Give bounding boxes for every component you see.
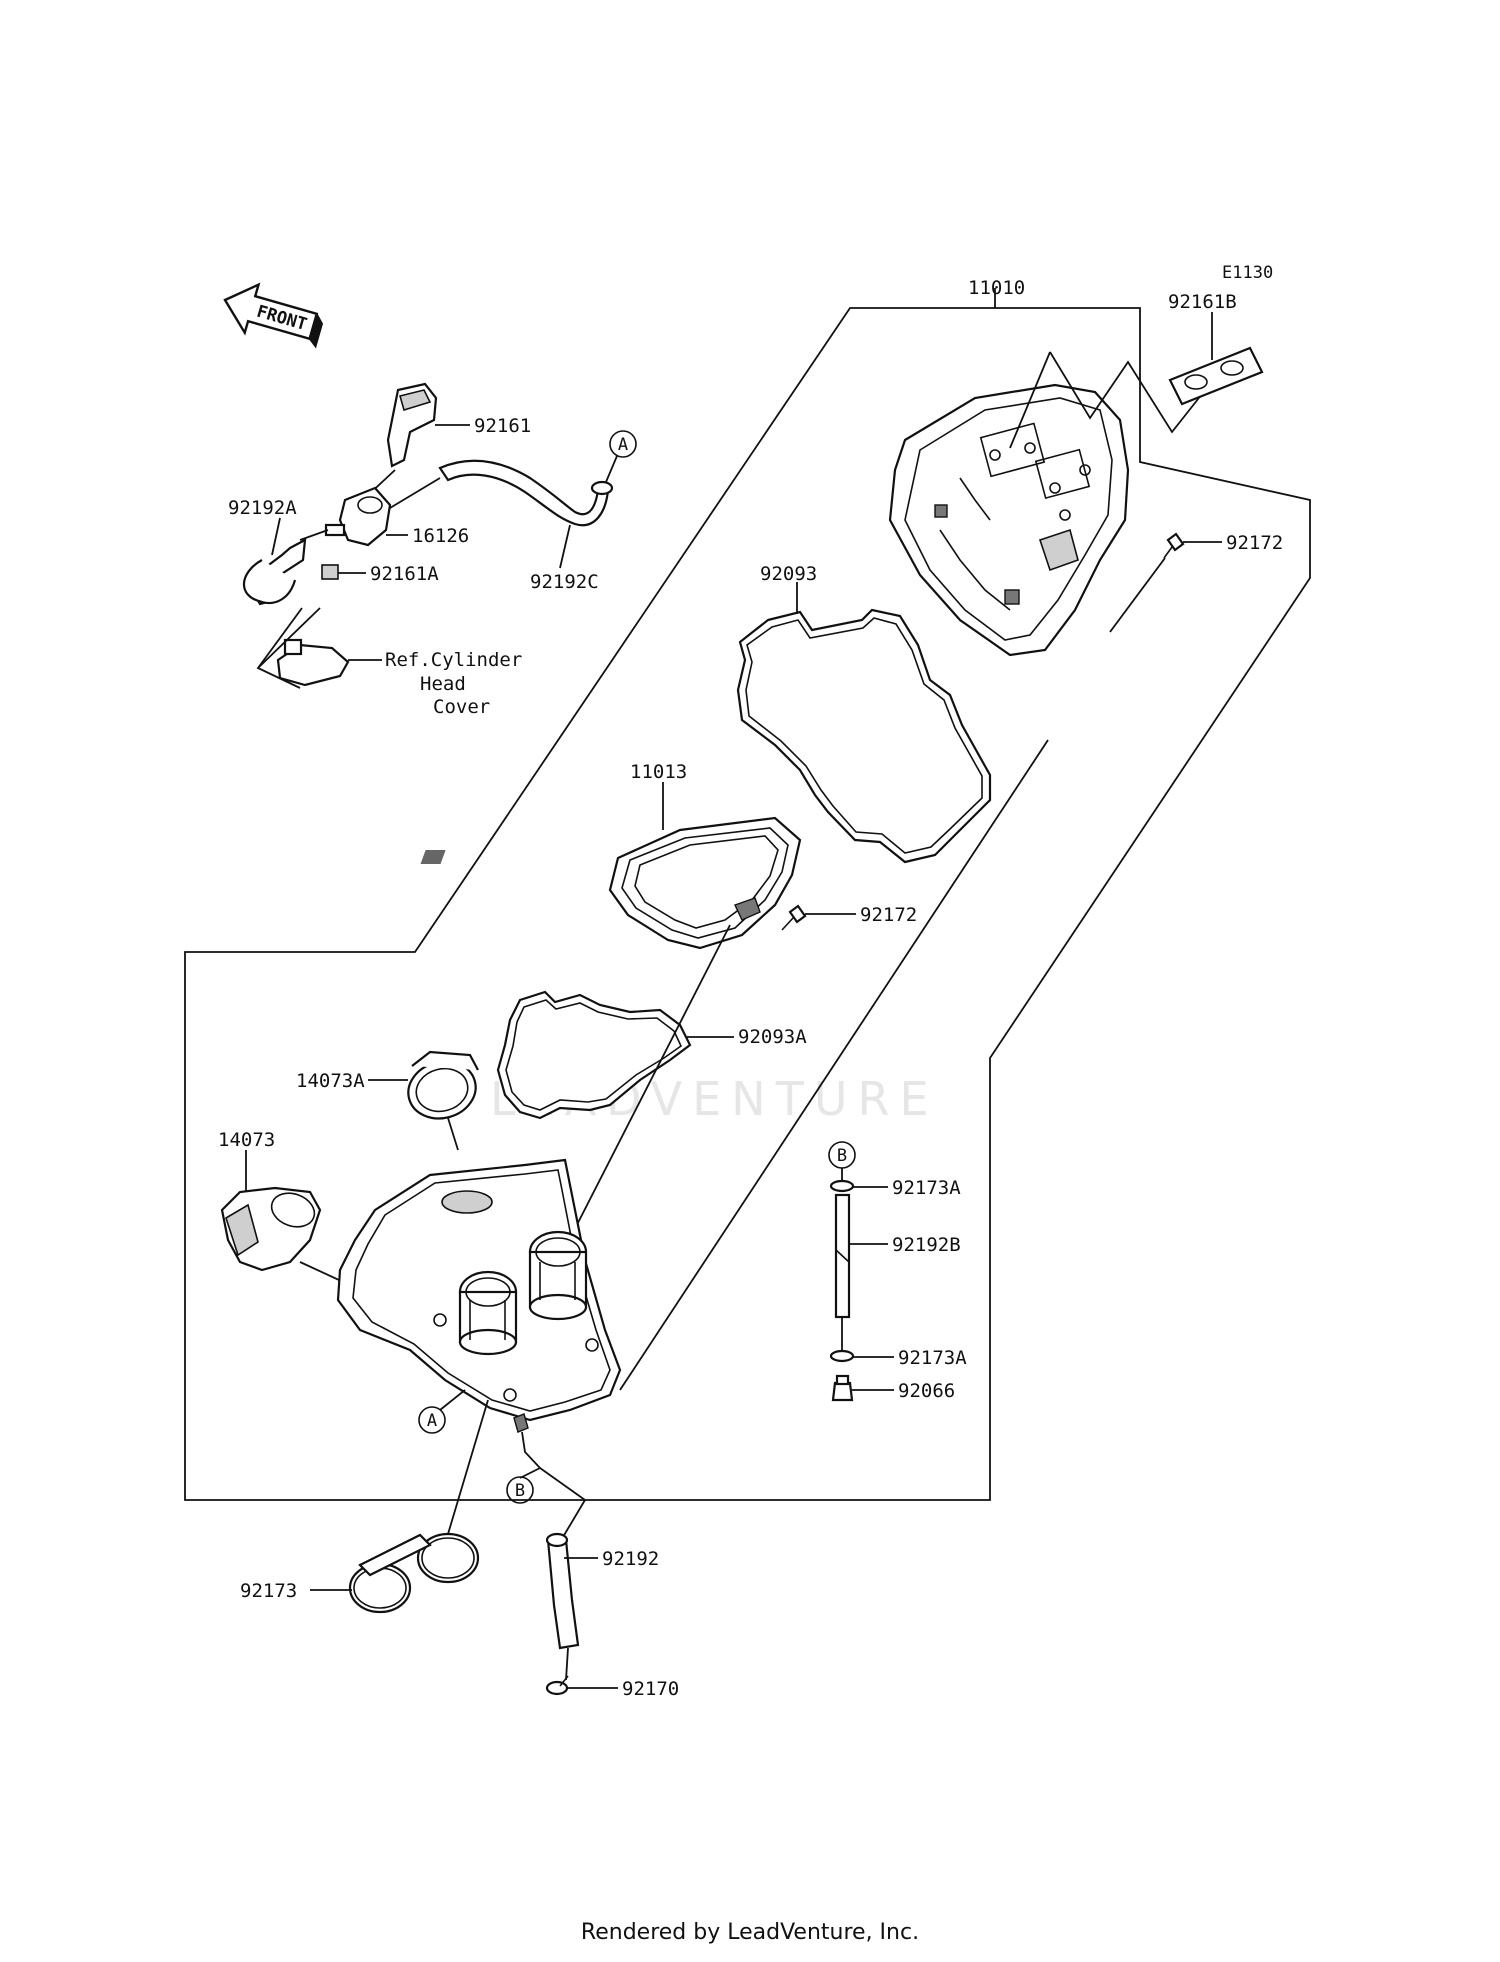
label-92172-mid: 92172 xyxy=(860,904,917,926)
label-11010: 11010 xyxy=(968,277,1025,299)
label-92161B: 92161B xyxy=(1168,291,1237,313)
velocity-stack-left xyxy=(458,1270,518,1356)
ref-line3: Cover xyxy=(433,696,490,718)
label-92192A: 92192A xyxy=(228,497,297,519)
diagram-code: E1130 xyxy=(1222,263,1273,283)
callout-a-top: A xyxy=(618,435,628,455)
bolt-92172-top xyxy=(1163,532,1185,559)
footer-credit: Rendered by LeadVenture, Inc. xyxy=(580,1920,920,1945)
cylinder-head-cover-ref xyxy=(276,638,350,687)
clip-92173A-bottom xyxy=(829,1349,855,1363)
label-92173A-bottom: 92173A xyxy=(898,1347,967,1369)
duct-14073 xyxy=(220,1186,322,1272)
clip-92173A-top xyxy=(829,1179,855,1193)
duct-14073A xyxy=(407,1050,479,1120)
label-92170: 92170 xyxy=(622,1678,679,1700)
label-92066: 92066 xyxy=(898,1380,955,1402)
bolt-92172-mid xyxy=(781,904,807,931)
air-cleaner-housing-lower xyxy=(336,1158,622,1433)
label-14073: 14073 xyxy=(218,1129,275,1151)
hose-92192C xyxy=(438,459,614,527)
label-92192C: 92192C xyxy=(530,571,599,593)
label-92093A: 92093A xyxy=(738,1026,807,1048)
plate-92161B xyxy=(1168,346,1264,406)
gasket-92093 xyxy=(736,608,992,864)
hose-92192A xyxy=(242,538,307,606)
label-92173: 92173 xyxy=(240,1580,297,1602)
plug-92066 xyxy=(831,1374,854,1402)
label-92172-top: 92172 xyxy=(1226,532,1283,554)
label-92173A-top: 92173A xyxy=(892,1177,961,1199)
gasket-92093A xyxy=(496,990,692,1120)
filter-element-11013 xyxy=(420,816,802,950)
velocity-stack-right xyxy=(528,1230,588,1321)
hose-92192 xyxy=(545,1532,580,1650)
clip-92170 xyxy=(545,1675,569,1696)
cap-92161A xyxy=(321,564,339,580)
label-92093: 92093 xyxy=(760,563,817,585)
label-16126: 16126 xyxy=(412,525,469,547)
callout-b-bottom: B xyxy=(515,1481,525,1501)
air-cleaner-housing-upper xyxy=(888,383,1130,657)
tube-92192B xyxy=(834,1193,851,1319)
label-92161A: 92161A xyxy=(370,563,439,585)
assembly-outline xyxy=(184,307,1311,1501)
ref-line2: Head xyxy=(420,673,466,695)
label-11013: 11013 xyxy=(630,761,687,783)
label-92192B: 92192B xyxy=(892,1234,961,1256)
label-92192: 92192 xyxy=(602,1548,659,1570)
callout-b-right: B xyxy=(837,1146,847,1166)
ref-line1: Ref.Cylinder xyxy=(385,649,522,671)
cover-92161 xyxy=(386,382,438,468)
label-92161: 92161 xyxy=(474,415,531,437)
valve-16126 xyxy=(324,486,392,547)
label-14073A: 14073A xyxy=(296,1070,365,1092)
front-arrow-icon: FRONT xyxy=(223,282,324,349)
clamps-92173 xyxy=(348,1532,480,1614)
callout-a-bottom: A xyxy=(427,1411,437,1431)
